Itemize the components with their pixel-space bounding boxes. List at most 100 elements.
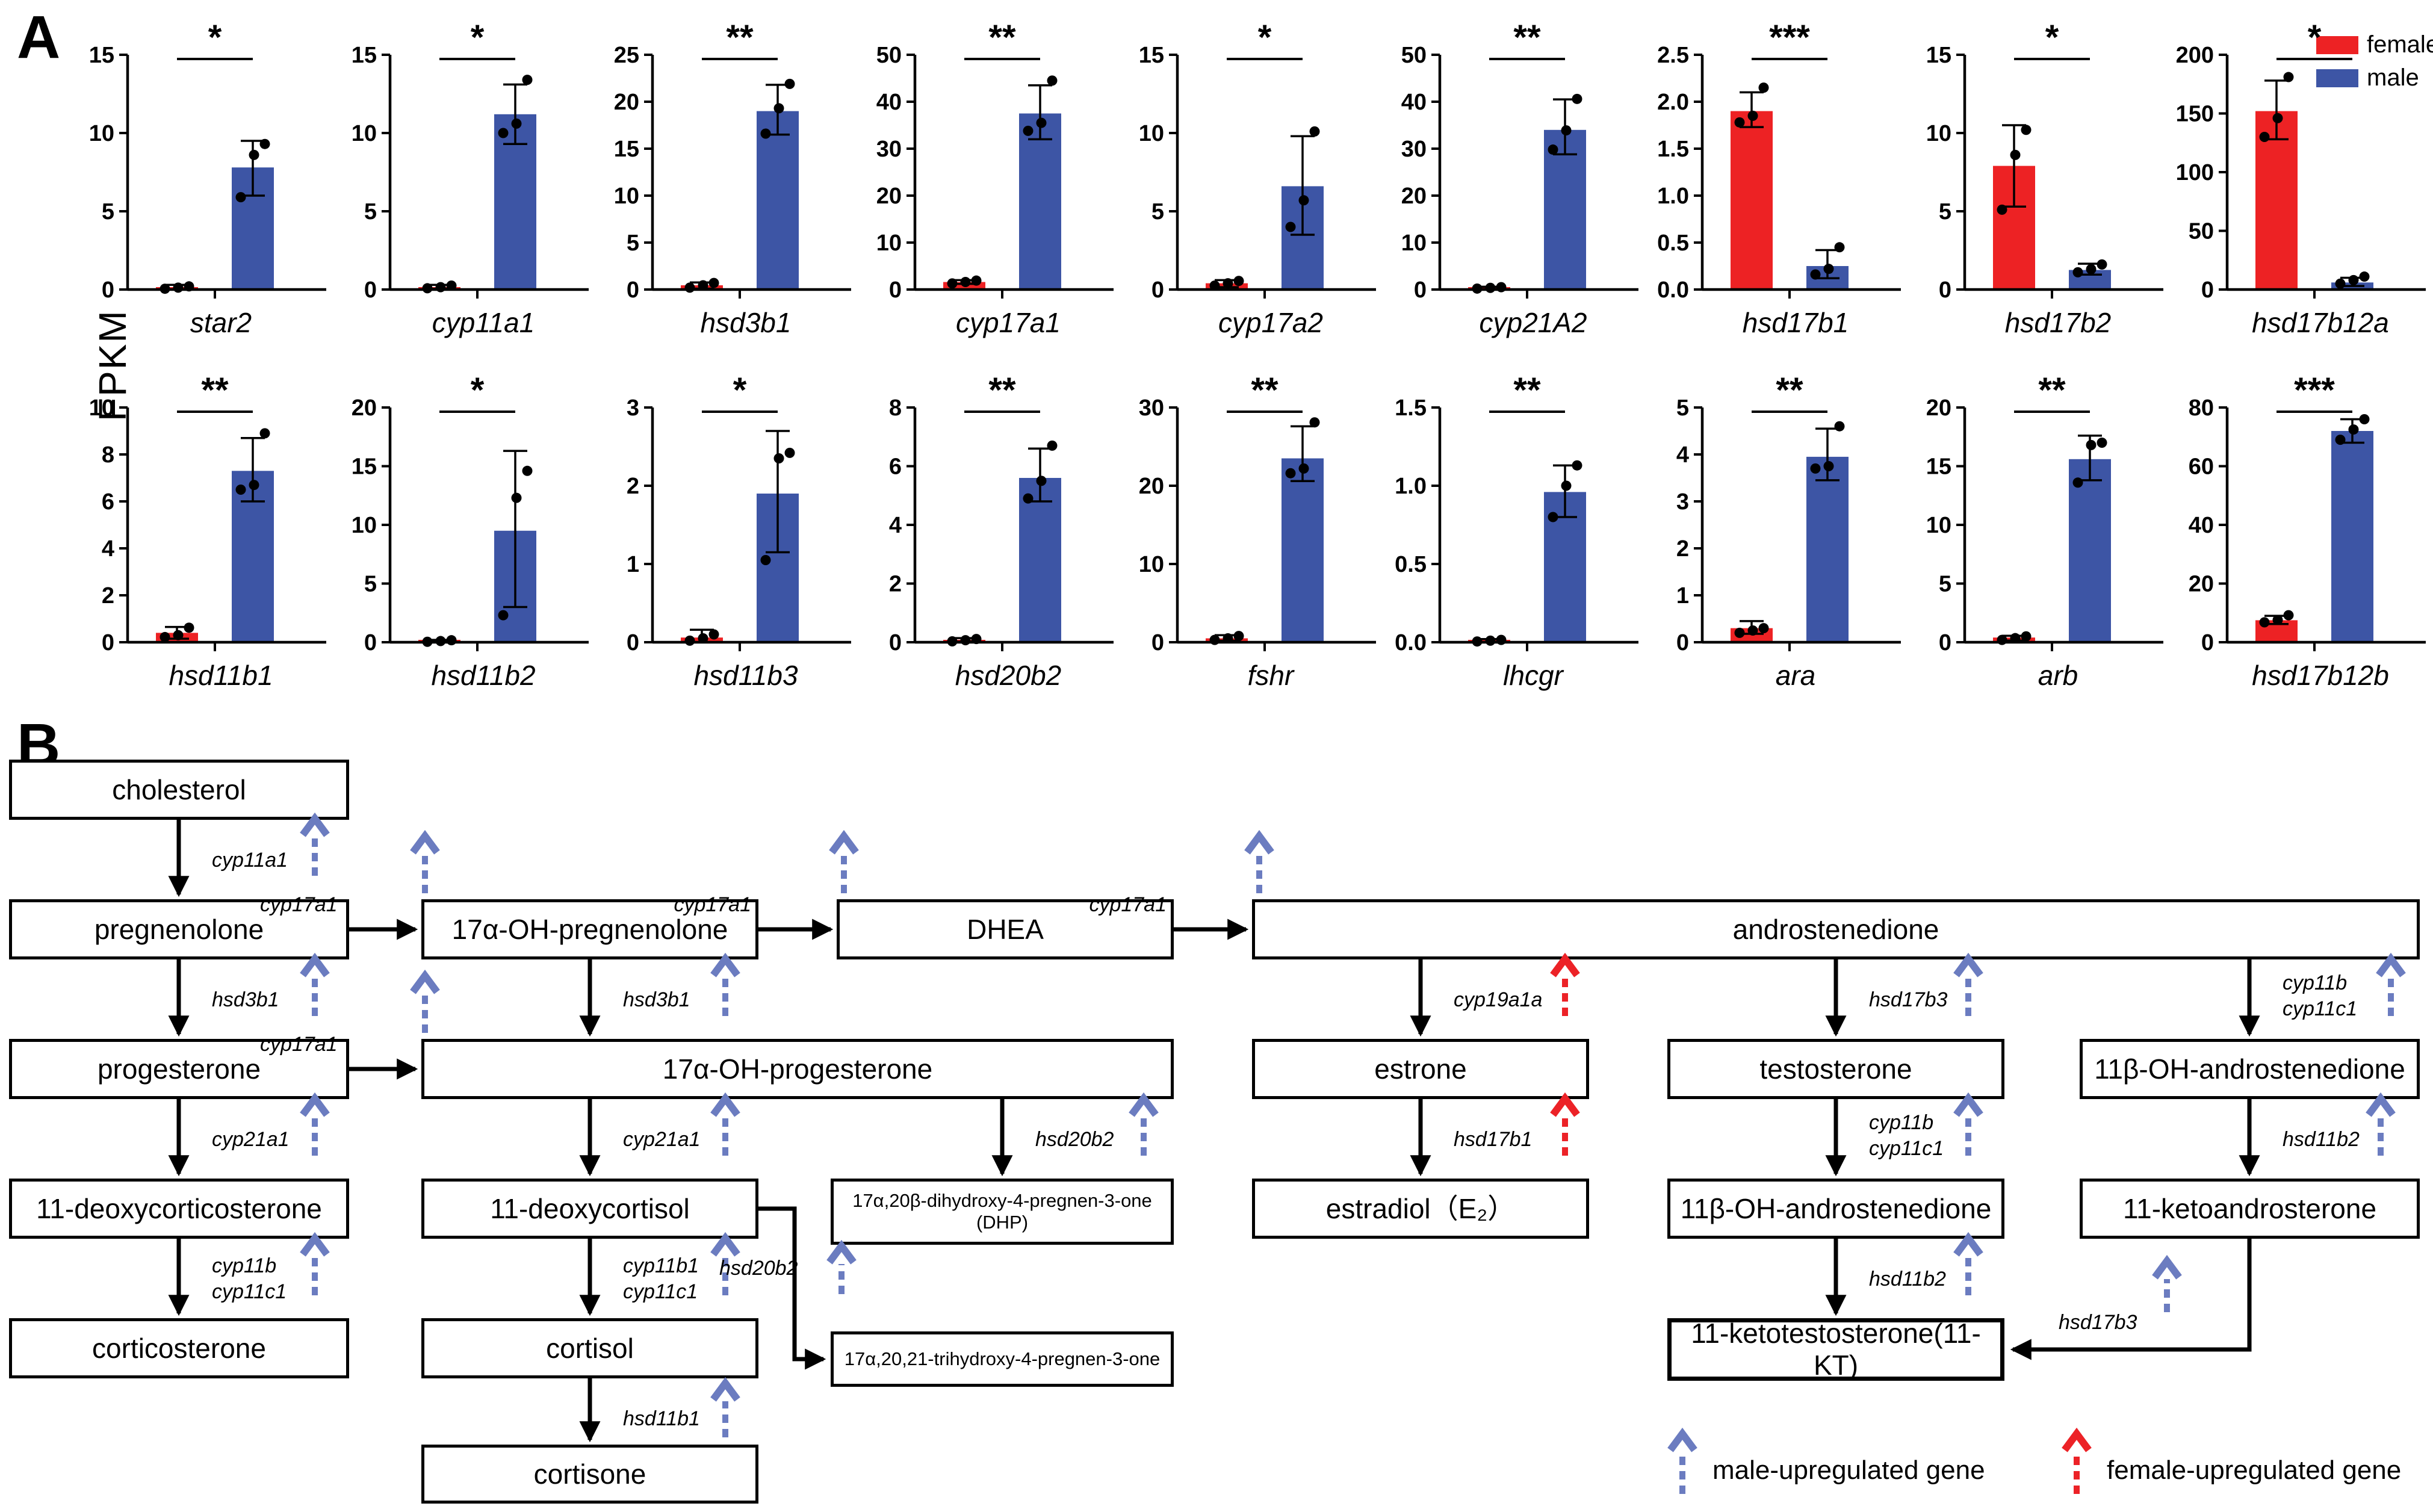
- dot-hsd11b3-male: [784, 447, 795, 458]
- significance-stars: *: [2045, 18, 2059, 57]
- pathway-node-ketoandrosterone: 11-ketoandrosterone: [2080, 1179, 2420, 1239]
- pathway-node-ohpregnenolone: 17α-OH-pregnenolone: [421, 899, 758, 959]
- node-label: 11β-OH-androstenedione: [1680, 1192, 1992, 1224]
- bar-cyp17a1-male: [1019, 113, 1061, 290]
- dot-cyp17a2-female: [1223, 278, 1233, 289]
- dot-hsd17b12a-female: [2272, 113, 2283, 123]
- y-tick-label: 10: [1139, 552, 1164, 577]
- bar-fshr-male: [1282, 458, 1324, 642]
- significance-stars: **: [1513, 18, 1541, 57]
- y-tick-label: 40: [2189, 513, 2214, 538]
- dot-hsd11b1-female: [173, 630, 184, 640]
- y-tick-label: 0: [1414, 277, 1427, 303]
- gene-axis-label: hsd11b2: [431, 660, 535, 691]
- pathway-node-progesterone: progesterone: [9, 1039, 349, 1099]
- dot-hsd11b3-female: [708, 629, 719, 640]
- significance-stars: **: [1776, 371, 1803, 410]
- pathway-legend-female: female-upregulated gene: [2107, 1455, 2402, 1485]
- male-swatch-icon: [2316, 69, 2358, 87]
- dot-fshr-female: [1233, 631, 1244, 642]
- y-tick-label: 0: [889, 630, 902, 655]
- y-tick-label: 0: [1939, 630, 1951, 655]
- y-tick-label: 3: [1676, 489, 1689, 515]
- significance-stars: **: [988, 371, 1016, 410]
- pathway-node-corticosterone: corticosterone: [9, 1318, 349, 1378]
- y-tick-label: 1.0: [1657, 184, 1689, 209]
- edge-gene-label-cyp17a1: cyp17a1: [260, 1033, 338, 1056]
- dot-ara-male: [1810, 463, 1821, 474]
- significance-stars: **: [201, 371, 229, 410]
- dot-cyp17a2-male: [1285, 222, 1296, 232]
- gene-axis-label: star2: [190, 307, 252, 338]
- dot-star2-male: [235, 192, 246, 203]
- y-tick-label: 10: [614, 184, 639, 209]
- dot-hsd3b1-male: [760, 128, 771, 139]
- y-tick-label: 0: [1151, 277, 1164, 303]
- node-label: 17α-OH-progesterone: [662, 1053, 933, 1085]
- dot-hsd17b1-male: [1810, 269, 1821, 280]
- node-label: testosterone: [1759, 1053, 1912, 1085]
- y-tick-label: 0: [2201, 277, 2214, 303]
- y-tick-label: 8: [102, 442, 114, 468]
- dot-cyp17a1-female: [971, 275, 982, 286]
- female-swatch-icon: [2316, 36, 2358, 54]
- dot-hsd17b2-male: [2086, 264, 2097, 274]
- dot-arb-female: [2021, 631, 2032, 642]
- y-tick-label: 40: [876, 90, 902, 115]
- gene-axis-label: hsd17b1: [1743, 307, 1849, 338]
- gene-axis-label: cyp17a2: [1218, 307, 1323, 338]
- y-tick-label: 80: [2189, 395, 2214, 421]
- dot-hsd11b2-male: [522, 465, 533, 476]
- y-tick-label: 20: [1926, 395, 1951, 421]
- y-tick-label: 10: [1139, 121, 1164, 146]
- y-tick-label: 2.0: [1657, 90, 1689, 115]
- pathway-node-deoxycortisol: 11-deoxycortisol: [421, 1179, 758, 1239]
- y-tick-label: 10: [1926, 513, 1951, 538]
- node-label: 11-ketotestosterone(11-KT): [1691, 1318, 1981, 1381]
- dot-hsd11b1-male: [249, 480, 259, 491]
- dot-hsd3b1-female: [708, 277, 719, 288]
- dot-star2-male: [259, 138, 270, 149]
- dot-cyp17a2-female: [1233, 276, 1244, 287]
- y-tick-label: 5: [1676, 395, 1689, 421]
- dot-hsd17b12a-male: [2335, 278, 2346, 289]
- gene-axis-label: fshr: [1248, 660, 1295, 691]
- y-tick-label: 5: [364, 572, 377, 597]
- pathway-node-ohprogesterone: 17α-OH-progesterone: [421, 1039, 1174, 1099]
- edge-gene-label-hsd11b2: hsd11b2: [1869, 1268, 1946, 1290]
- y-tick-label: 0.0: [1657, 277, 1689, 303]
- significance-stars: **: [988, 18, 1016, 57]
- significance-stars: **: [1251, 371, 1278, 410]
- gene-axis-label: hsd17b12b: [2252, 660, 2389, 691]
- dot-ara-female: [1758, 623, 1769, 634]
- y-tick-label: 30: [1139, 395, 1164, 421]
- y-tick-label: 20: [352, 395, 377, 421]
- dot-hsd11b2-male: [498, 610, 509, 621]
- y-tick-label: 50: [876, 43, 902, 68]
- edge-gene-label-cyp11b-cyp11c1: cyp11b cyp11c1: [1869, 1111, 1944, 1160]
- significance-stars: *: [208, 18, 222, 57]
- significance-stars: **: [2038, 371, 2066, 410]
- dot-hsd17b2-female: [1997, 204, 2007, 215]
- legend-male-label: male: [2367, 64, 2419, 91]
- dot-star2-male: [249, 149, 259, 160]
- dot-hsd3b1-male: [773, 103, 784, 114]
- legend-item-male: male: [2316, 64, 2433, 91]
- gene-axis-label: ara: [1776, 660, 1815, 691]
- gene-axis-label: cyp17a1: [956, 307, 1061, 338]
- y-tick-label: 6: [889, 454, 902, 480]
- y-tick-label: 15: [1139, 43, 1164, 68]
- y-tick-label: 20: [1401, 184, 1427, 209]
- pathway-node-dhea: DHEA: [837, 899, 1174, 959]
- significance-stars: **: [726, 18, 754, 57]
- gene-axis-label: hsd11b3: [693, 660, 798, 691]
- dot-cyp17a1-male: [1023, 125, 1034, 136]
- edge-gene-label-hsd3b1: hsd3b1: [623, 988, 690, 1011]
